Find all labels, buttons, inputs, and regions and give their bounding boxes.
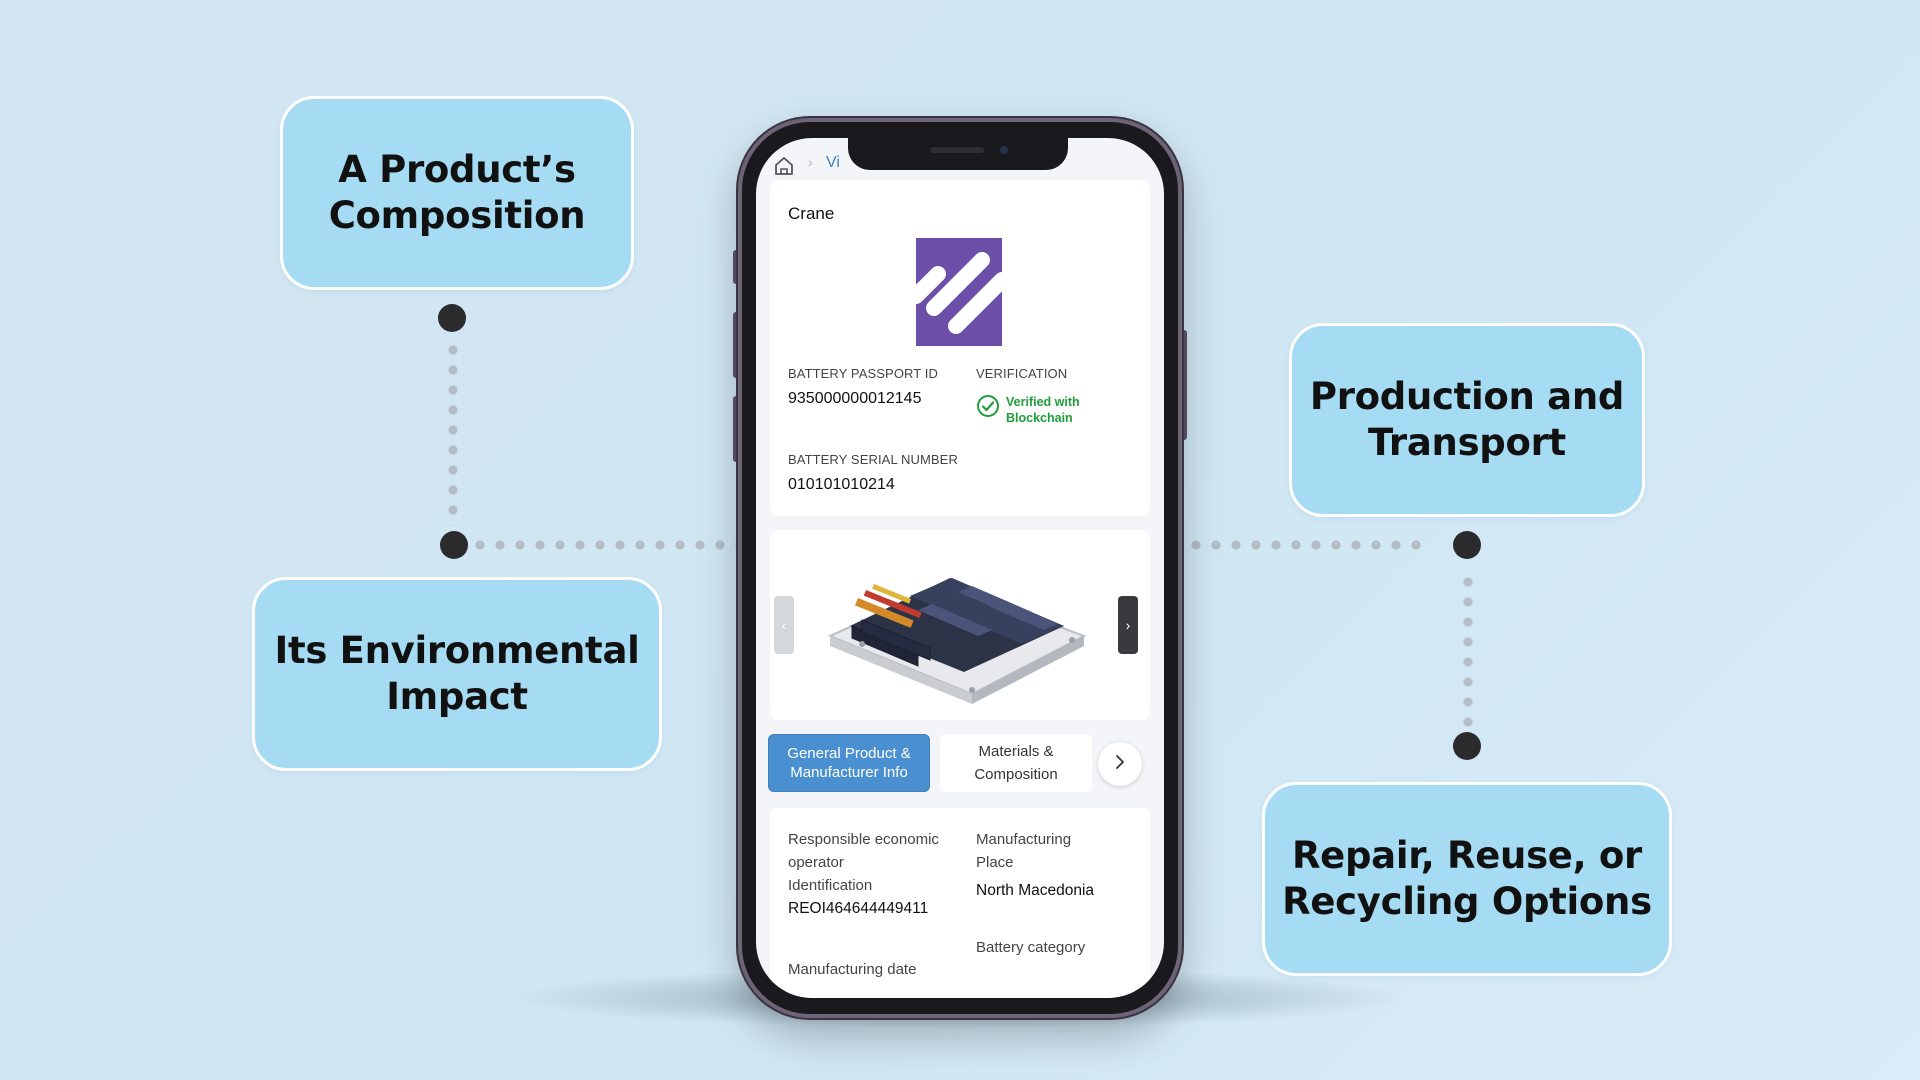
brand-logo	[916, 238, 1002, 346]
chevron-left-icon: ‹	[781, 617, 787, 633]
connector-left-horizontal	[470, 540, 736, 550]
serial-value: 010101010214	[788, 476, 895, 493]
tabs-next-button[interactable]	[1098, 742, 1142, 786]
home-icon[interactable]	[774, 156, 794, 181]
connector-dot-top-left	[438, 304, 466, 332]
operator-value: REOI464644449411	[788, 900, 929, 917]
callout-production: Production and Transport	[1289, 323, 1645, 517]
callout-composition-text: A Product’s Composition	[328, 148, 586, 237]
place-label: Manufacturing Place	[976, 831, 1072, 871]
callout-composition: A Product’s Composition	[280, 96, 634, 290]
date-label: Manufacturing date	[788, 961, 917, 978]
chevron-right-icon	[1112, 754, 1128, 775]
callout-repair: Repair, Reuse, or Recycling Options	[1262, 782, 1672, 976]
connector-right-vertical	[1463, 572, 1473, 732]
section-tabs: General Product & Manufacturer Info Mate…	[768, 734, 1164, 794]
callout-environment-text: Its Environmental Impact	[274, 629, 640, 718]
carousel-next-button[interactable]: ›	[1118, 596, 1138, 654]
product-title: Crane	[788, 204, 835, 223]
connector-right-horizontal	[1186, 540, 1426, 550]
callout-environment: Its Environmental Impact	[252, 577, 662, 771]
place-value: North Macedonia	[976, 882, 1095, 899]
phone-side-button	[733, 250, 739, 284]
tab-general-product[interactable]: General Product & Manufacturer Info	[768, 734, 930, 792]
notch-camera	[1000, 146, 1008, 154]
details-card: Responsible economic operator Identifica…	[770, 808, 1150, 998]
phone-volume-down	[733, 396, 739, 462]
check-circle-icon	[976, 394, 1000, 423]
callout-production-text: Production and Transport	[1309, 375, 1625, 464]
phone-notch	[848, 138, 1068, 170]
breadcrumb: › Vi	[756, 138, 1164, 178]
connector-dot-mid-left	[440, 531, 468, 559]
battery-pack-image	[827, 578, 1087, 704]
passport-card: Crane BATTERY PASSPORT ID 93500000001214…	[770, 180, 1150, 516]
verification-value: Verified with Blockchain	[1006, 395, 1080, 425]
chevron-right-icon: ›	[808, 154, 813, 170]
chevron-right-icon: ›	[1125, 617, 1131, 633]
connector-dot-bottom-right	[1453, 732, 1481, 760]
connector-left-vertical	[448, 340, 458, 526]
carousel-prev-button[interactable]: ‹	[774, 596, 794, 654]
serial-label: BATTERY SERIAL NUMBER	[788, 452, 958, 467]
verification-status: Verified with Blockchain	[976, 394, 1106, 426]
phone-frame: › Vi Crane BATTERY PASSPORT ID 935000000…	[738, 118, 1182, 1018]
verification-label: VERIFICATION	[976, 366, 1068, 381]
breadcrumb-link[interactable]: Vi	[826, 154, 840, 171]
operator-label: Responsible economic operator Identifica…	[788, 831, 939, 894]
phone-screen: › Vi Crane BATTERY PASSPORT ID 935000000…	[756, 138, 1164, 998]
product-image-carousel: ‹ ›	[770, 530, 1150, 720]
tab-materials-composition[interactable]: Materials & Composition	[940, 734, 1092, 792]
phone-power-button	[1181, 330, 1187, 440]
category-label: Battery category	[976, 939, 1086, 956]
callout-repair-text: Repair, Reuse, or Recycling Options	[1282, 834, 1652, 923]
connector-dot-mid-right	[1453, 531, 1481, 559]
passport-id-value: 935000000012145	[788, 390, 922, 407]
phone-volume-up	[733, 312, 739, 378]
notch-speaker	[930, 147, 984, 153]
passport-id-label: BATTERY PASSPORT ID	[788, 366, 939, 381]
